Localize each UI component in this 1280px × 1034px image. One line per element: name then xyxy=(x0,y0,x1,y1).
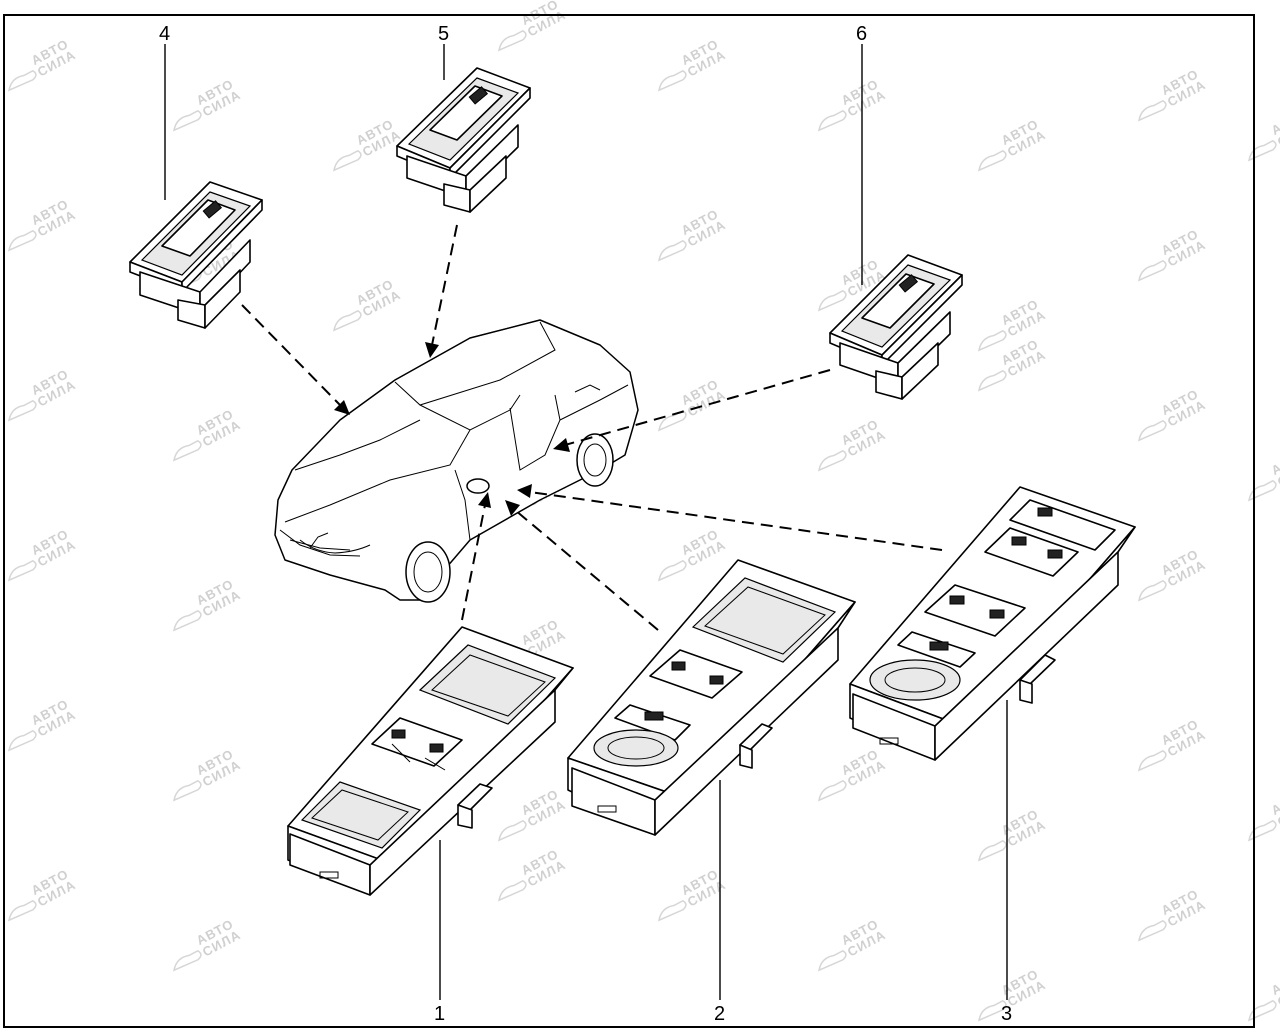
switch-5 xyxy=(396,67,531,213)
car-logo-icon xyxy=(173,779,202,802)
car-logo-icon xyxy=(173,609,202,632)
car-logo-icon xyxy=(1138,919,1167,942)
car-logo-icon xyxy=(818,289,847,312)
car-logo-icon xyxy=(658,899,687,922)
car-outline xyxy=(274,319,639,603)
car-logo-icon xyxy=(1138,749,1167,772)
watermark-text-line1: АВТО xyxy=(1269,966,1280,998)
car-logo-icon xyxy=(173,949,202,972)
car-logo-icon xyxy=(1138,99,1167,122)
car-logo-icon xyxy=(498,819,527,842)
callout-5: 5 xyxy=(438,23,449,45)
car-logo-icon xyxy=(818,449,847,472)
callout-4: 4 xyxy=(159,23,170,45)
car-logo-icon xyxy=(8,399,37,422)
car-logo-icon xyxy=(818,779,847,802)
watermark-text-line1: АВТО xyxy=(1269,446,1280,478)
watermark-text-line1: АВТО xyxy=(1269,106,1280,138)
callout-3: 3 xyxy=(1001,1003,1012,1025)
car-logo-icon xyxy=(498,29,527,52)
car-logo-icon xyxy=(173,439,202,462)
callout-2: 2 xyxy=(714,1003,725,1025)
car-logo-icon xyxy=(8,559,37,582)
car-logo-icon xyxy=(8,229,37,252)
car-logo-icon xyxy=(818,949,847,972)
figure-frame xyxy=(3,14,1255,1028)
switch-4 xyxy=(129,181,263,329)
car-logo-icon xyxy=(1248,999,1277,1022)
car-logo-icon xyxy=(1138,419,1167,442)
watermark-text-line1: АВТО xyxy=(1269,786,1280,818)
switch-module-3 xyxy=(849,486,1136,1000)
switch-6 xyxy=(829,254,963,400)
car-logo-icon xyxy=(818,109,847,132)
connector-arrows xyxy=(241,224,943,631)
car-logo-icon xyxy=(658,559,687,582)
car-logo-icon xyxy=(978,149,1007,172)
car-logo-icon xyxy=(8,729,37,752)
car-logo-icon xyxy=(8,899,37,922)
car-logo-icon xyxy=(333,149,362,172)
switch-module-1 xyxy=(287,626,574,1000)
car-logo-icon xyxy=(173,109,202,132)
switch-module-2 xyxy=(567,559,856,1000)
car-logo-icon xyxy=(1248,479,1277,502)
car-logo-icon xyxy=(1248,139,1277,162)
car-logo-icon xyxy=(658,69,687,92)
car-logo-icon xyxy=(978,839,1007,862)
callout-1: 1 xyxy=(434,1003,445,1025)
car-logo-icon xyxy=(333,309,362,332)
car-logo-icon xyxy=(8,69,37,92)
car-logo-icon xyxy=(1138,259,1167,282)
car-logo-icon xyxy=(498,879,527,902)
callout-6: 6 xyxy=(856,23,867,45)
car-logo-icon xyxy=(978,999,1007,1022)
car-logo-icon xyxy=(1138,579,1167,602)
car-logo-icon xyxy=(658,239,687,262)
car-logo-icon xyxy=(978,369,1007,392)
car-logo-icon xyxy=(1248,819,1277,842)
car-logo-icon xyxy=(978,329,1007,352)
